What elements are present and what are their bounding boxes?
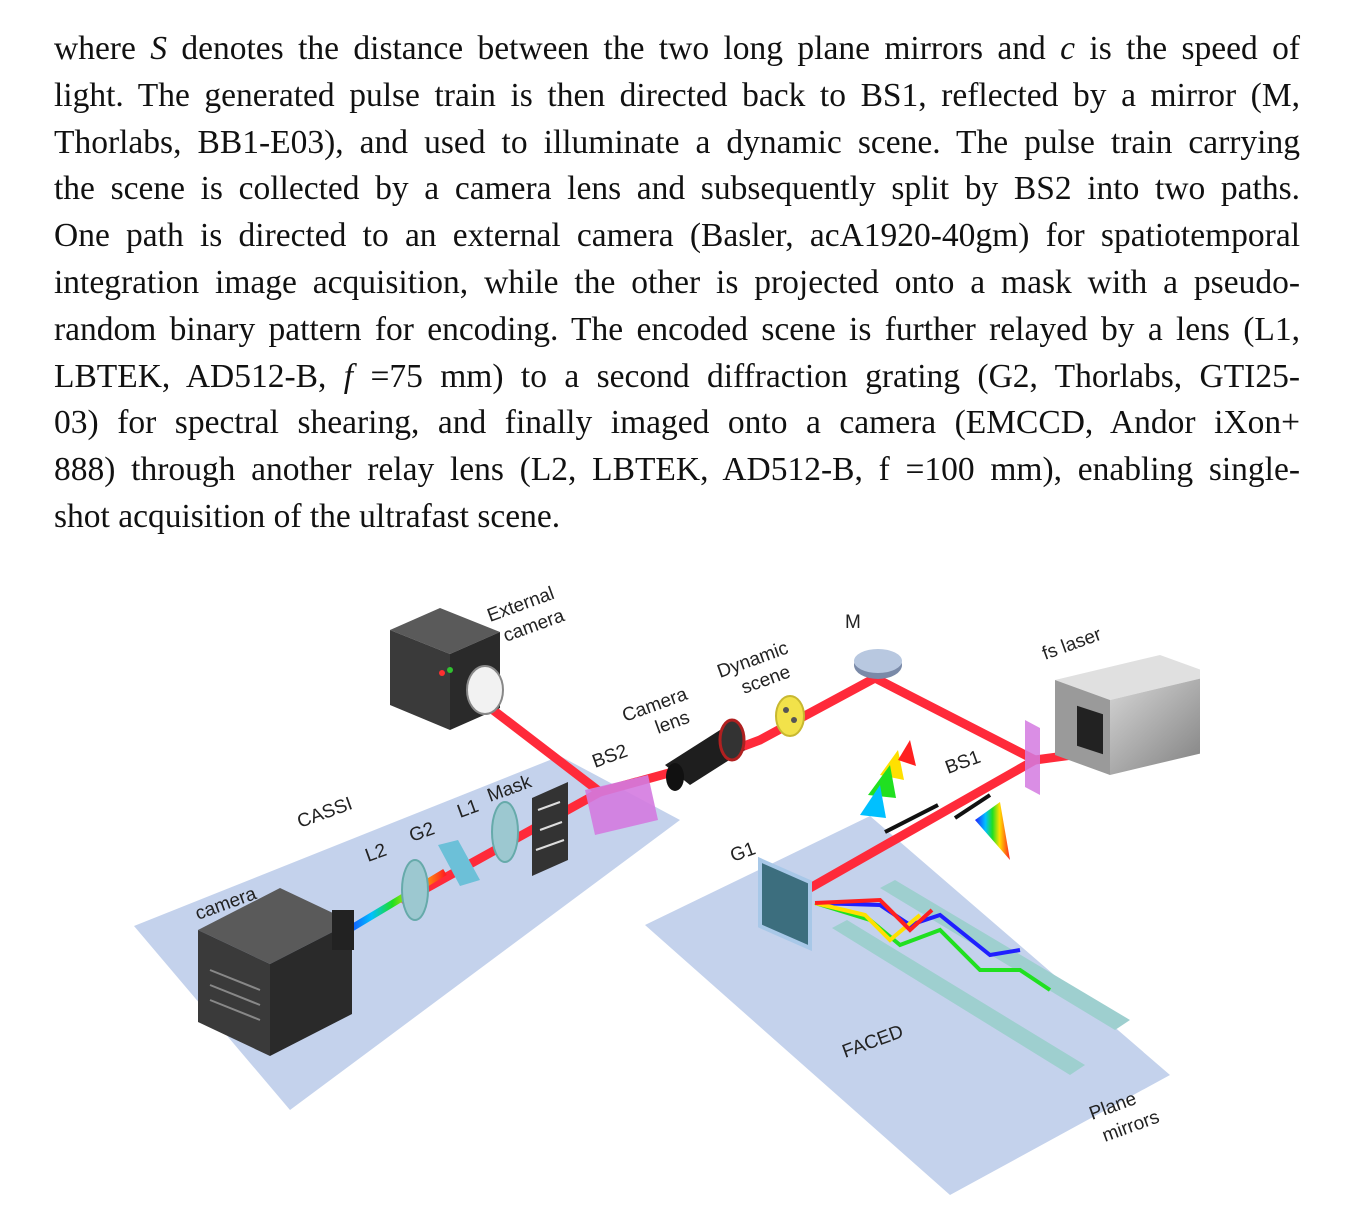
math-symbol: c (1060, 30, 1076, 67)
cassi-camera (198, 888, 354, 1056)
plane-mirror-bottom (832, 920, 1085, 1075)
optical-setup-figure: External camera Camera lens Dynamic scen… (134, 583, 1200, 1195)
paragraph-line: LBTEK, AD512-B, f =75 mm) to a second di… (54, 357, 1300, 395)
grating-g1 (758, 856, 812, 952)
bs1-splitter (1025, 720, 1040, 795)
label-fs-laser: fs laser (1040, 624, 1105, 665)
bs2-splitter (585, 775, 658, 835)
camera-lens (665, 718, 746, 791)
label-mirror-m: M (845, 612, 861, 633)
label-g1: G1 (728, 838, 759, 866)
paragraph-line: Thorlabs, BB1-E03), and used to illumina… (54, 123, 1300, 161)
math-symbol: f (343, 357, 354, 395)
lens-l2 (401, 859, 429, 921)
body-paragraph: where S denotes the distance between the… (54, 26, 1300, 541)
mirror-m (854, 649, 902, 679)
lens-l1 (491, 801, 519, 863)
paragraph-line: One path is directed to an external came… (54, 217, 1300, 255)
grating-g2 (438, 840, 480, 886)
paragraph-line: 03) for spectral shearing, and finally i… (54, 404, 1300, 442)
chirped-pulse-glyph (975, 802, 1010, 860)
paragraph-line: integration image acquisition, while the… (54, 263, 1300, 301)
pulse-train-glyph (860, 740, 916, 818)
external-camera (390, 608, 504, 730)
coded-mask (532, 782, 568, 876)
paragraph-line: shot acquisition of the ultrafast scene. (54, 497, 561, 535)
label-cassi: CASSI (295, 793, 356, 832)
dynamic-scene (775, 695, 805, 737)
paragraph-line: random binary pattern for encoding. The … (54, 310, 1300, 348)
mask-pattern (535, 801, 565, 851)
paragraph-line: 888) through another relay lens (L2, LBT… (54, 451, 1300, 489)
arrow-forward (884, 803, 939, 834)
math-symbol: S (150, 30, 167, 67)
faced-rays (814, 897, 1052, 992)
paragraph-line: light. The generated pulse train is then… (54, 76, 1300, 114)
fs-laser (1055, 655, 1200, 775)
label-bs2: BS2 (590, 741, 631, 773)
paragraph-line: where S denotes the distance between the… (54, 30, 1301, 67)
label-bs1: BS1 (943, 747, 984, 779)
arrow-back (953, 793, 992, 820)
paragraph-line: the scene is collected by a camera lens … (54, 170, 1300, 208)
